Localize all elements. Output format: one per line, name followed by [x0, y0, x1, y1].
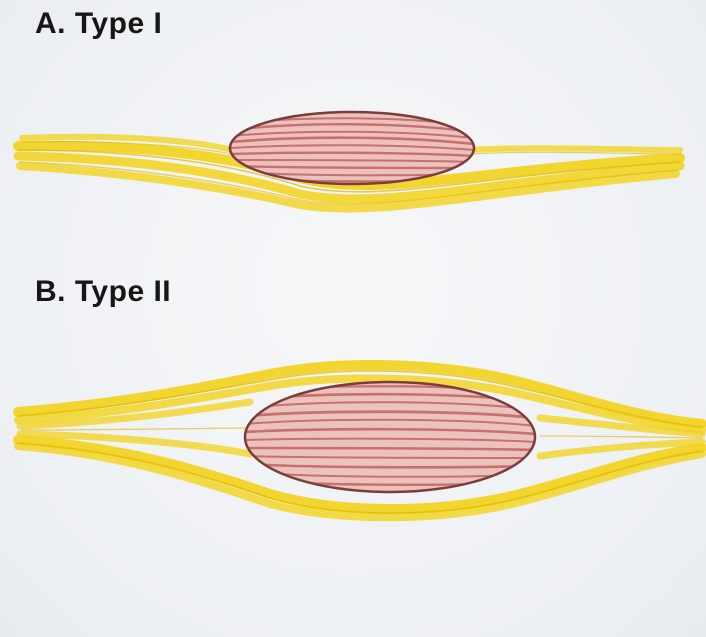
- panel-b-tumor: [244, 382, 536, 492]
- panel-b-illustration: [18, 365, 702, 517]
- panel-a-tumor: [230, 112, 474, 184]
- panel-a-illustration: [18, 112, 680, 209]
